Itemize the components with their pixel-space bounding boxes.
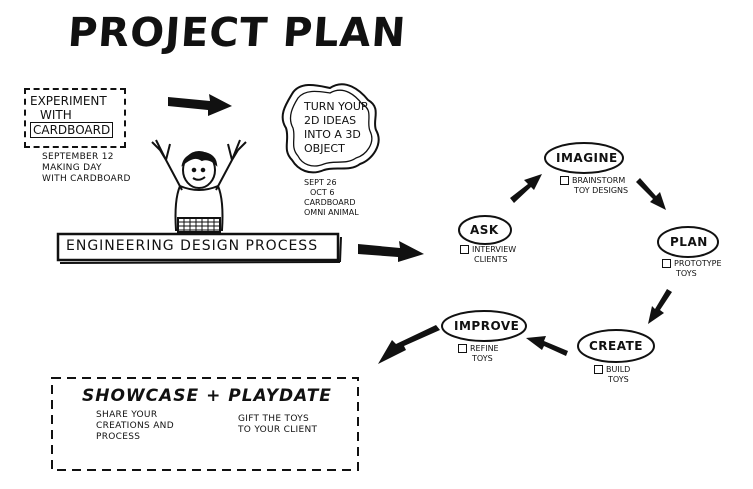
showcase-box xyxy=(51,377,359,471)
improve-task-line-1: REFINE xyxy=(470,344,499,353)
showcase-left-line-2: CREATIONS AND xyxy=(96,421,174,431)
imagine-task-line-2: TOY DESIGNS xyxy=(574,186,629,195)
showcase-left-line-1: SHARE YOUR xyxy=(96,410,158,420)
checkbox-icon[interactable] xyxy=(594,365,603,374)
create-task-line-2: TOYS xyxy=(608,375,629,384)
ask-task-line-2: CLIENTS xyxy=(474,255,508,264)
plan-task-line-2: TOYS xyxy=(676,269,697,278)
experiment-dates: SEPTEMBER 12 MAKING DAY WITH CARDBOARD xyxy=(42,152,131,185)
showcase-left-line-3: PROCESS xyxy=(96,432,141,442)
oval-imagine xyxy=(544,142,624,174)
step-create-task: BUILD TOYS xyxy=(594,365,630,385)
cloud-shape xyxy=(281,83,380,174)
experiment-box: EXPERIMENT WITH CARDBOARD xyxy=(24,88,126,148)
experiment-line-2: WITH xyxy=(40,108,72,122)
imagine-task-line-1: BRAINSTORM xyxy=(572,176,626,185)
banner-text: ENGINEERING DESIGN PROCESS xyxy=(66,238,319,254)
showcase-left-text: SHARE YOUR CREATIONS AND PROCESS xyxy=(96,410,174,443)
step-imagine-label: IMAGINE xyxy=(556,151,618,165)
oval-plan xyxy=(657,226,719,258)
turn-line-4: OBJECT xyxy=(304,142,345,155)
step-plan-label: PLAN xyxy=(670,235,708,249)
experiment-date-line-2: MAKING DAY xyxy=(42,163,102,173)
experiment-date-line-1: SEPTEMBER 12 xyxy=(42,152,114,162)
step-ask-task: INTERVIEW CLIENTS xyxy=(460,245,516,265)
arrow-improve-to-showcase xyxy=(378,325,440,364)
showcase-right-line-2: TO YOUR CLIENT xyxy=(238,425,318,435)
ask-task-line-1: INTERVIEW xyxy=(472,245,517,254)
arrow-banner-to-ask xyxy=(358,241,424,262)
checkbox-icon[interactable] xyxy=(458,344,467,353)
showcase-right-line-1: GIFT THE TOYS xyxy=(238,414,310,424)
showcase-right-text: GIFT THE TOYS TO YOUR CLIENT xyxy=(238,414,317,436)
step-imagine-task: BRAINSTORM TOY DESIGNS xyxy=(560,176,628,196)
step-plan-task: PROTOTYPE TOYS xyxy=(662,259,722,279)
oval-create xyxy=(577,329,655,363)
checkbox-icon[interactable] xyxy=(460,245,469,254)
checkbox-icon[interactable] xyxy=(560,176,569,185)
showcase-heading: SHOWCASE + PLAYDATE xyxy=(82,386,332,406)
turn-date-line-1: SEPT 26 xyxy=(304,178,337,187)
arrow-imagine-to-plan xyxy=(636,178,666,210)
experiment-line-1: EXPERIMENT xyxy=(30,94,107,108)
create-task-line-1: BUILD xyxy=(606,365,631,374)
turn-dates: SEPT 26 OCT 6 CARDBOARD OMNI ANIMAL xyxy=(304,178,359,218)
turn-line-3: INTO A 3D xyxy=(304,128,361,141)
plan-task-line-1: PROTOTYPE xyxy=(674,259,722,268)
experiment-date-line-3: WITH CARDBOARD xyxy=(42,174,131,184)
step-create-label: CREATE xyxy=(589,339,643,353)
banner-box xyxy=(56,232,340,262)
improve-task-line-2: TOYS xyxy=(472,354,493,363)
step-ask-label: ASK xyxy=(470,223,499,237)
turn-date-line-4: OMNI ANIMAL xyxy=(304,208,359,217)
turn-date-line-2: OCT 6 xyxy=(310,188,335,197)
arrow-create-to-improve xyxy=(526,336,568,356)
checkbox-icon[interactable] xyxy=(662,259,671,268)
arrow-experiment-to-turn xyxy=(168,94,232,116)
person-figure xyxy=(151,139,247,233)
turn-line-2: 2D IDEAS xyxy=(304,114,357,127)
step-improve-label: IMPROVE xyxy=(454,319,520,333)
turn-cloud-text: TURN YOUR 2D IDEAS INTO A 3D OBJECT xyxy=(304,100,369,156)
turn-date-line-3: CARDBOARD xyxy=(304,198,356,207)
oval-improve xyxy=(441,310,527,342)
arrow-ask-to-imagine xyxy=(510,174,542,203)
turn-line-1: TURN YOUR xyxy=(304,100,369,113)
step-improve-task: REFINE TOYS xyxy=(458,344,499,364)
experiment-line-3: CARDBOARD xyxy=(30,122,114,138)
arrow-plan-to-create xyxy=(648,289,672,324)
oval-ask xyxy=(458,215,512,245)
